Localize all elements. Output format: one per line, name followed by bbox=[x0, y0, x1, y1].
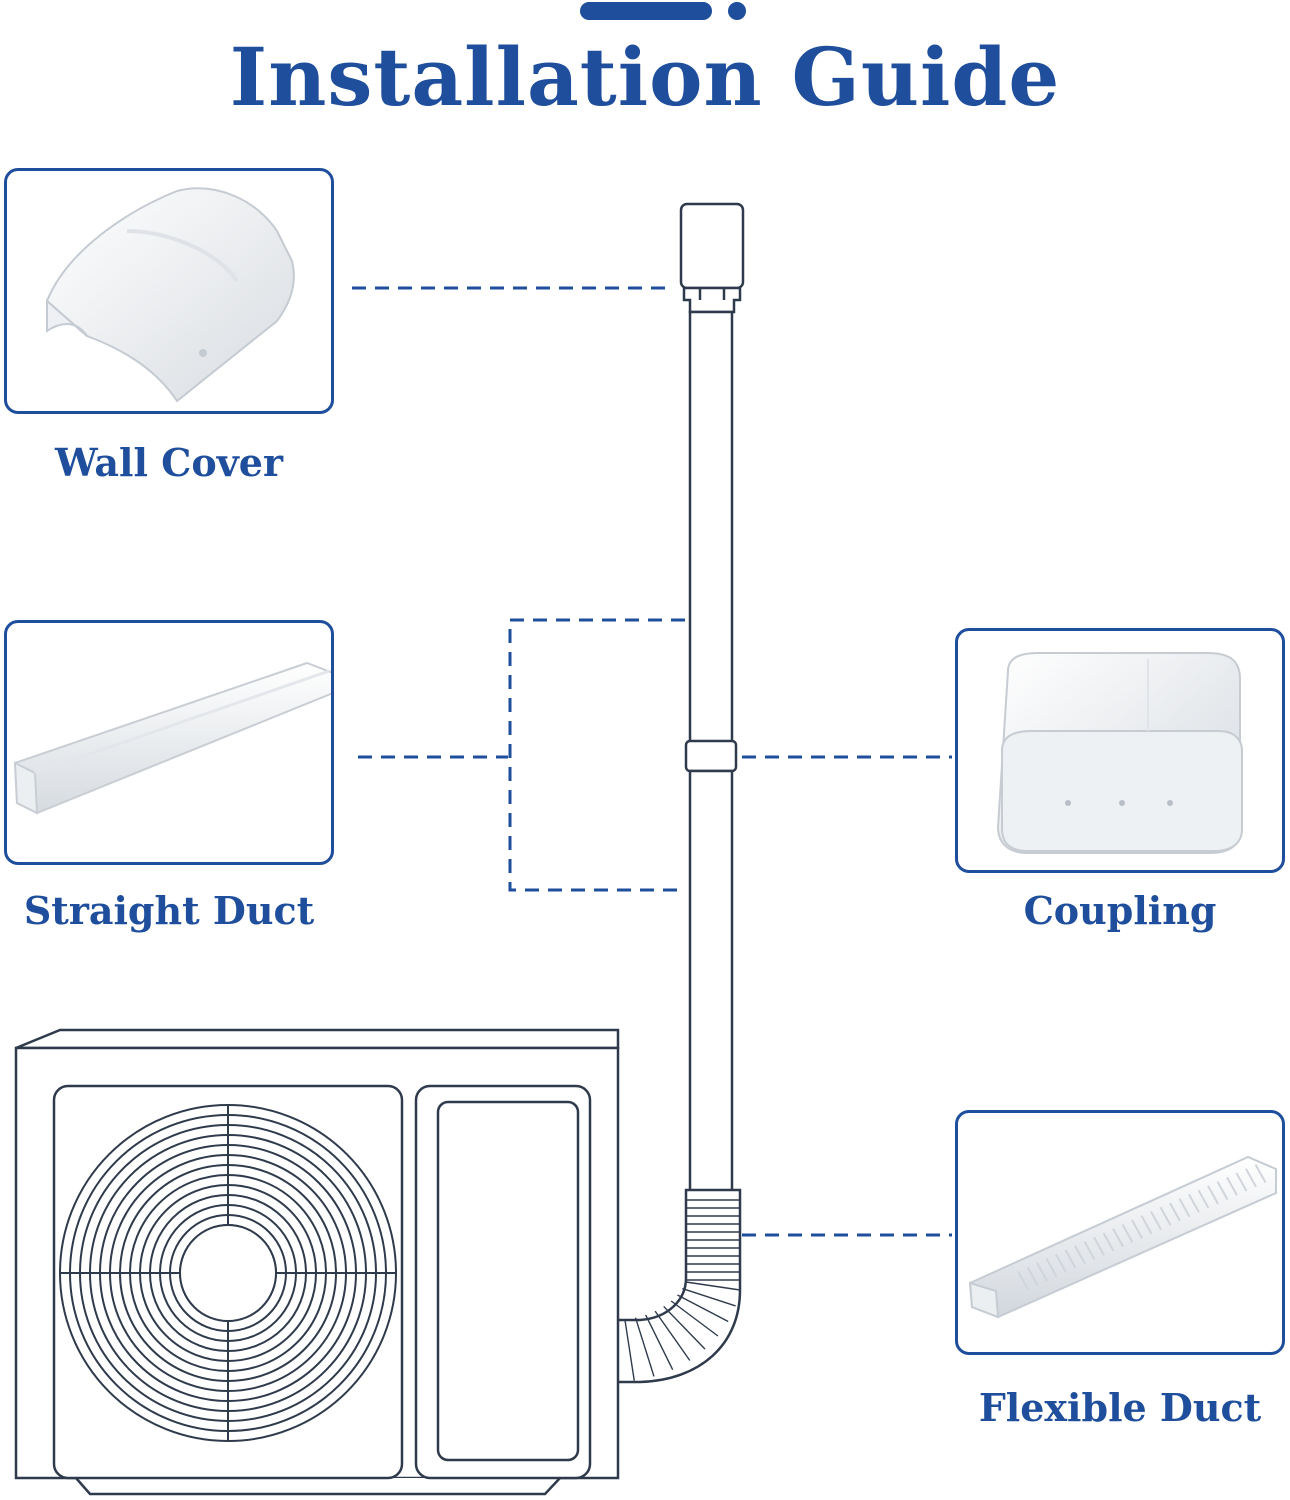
title-accent-dot bbox=[728, 2, 746, 20]
coupling-joint bbox=[684, 739, 738, 773]
wall-cover-label: Wall Cover bbox=[55, 440, 283, 485]
elbow-rib bbox=[670, 1300, 719, 1337]
wall-cover-image bbox=[45, 187, 295, 403]
elbow-rib bbox=[682, 1287, 736, 1307]
flexible-duct-card bbox=[955, 1110, 1285, 1355]
flex-rib bbox=[1245, 1168, 1257, 1188]
wall-cover-card bbox=[4, 168, 334, 414]
flex-rib bbox=[1140, 1215, 1153, 1235]
elbow-rib bbox=[685, 1281, 741, 1291]
page-title: Installation Guide bbox=[229, 30, 1061, 124]
fan-grille bbox=[59, 1104, 397, 1442]
flex-rib bbox=[1074, 1245, 1086, 1265]
flex-rib bbox=[1178, 1198, 1191, 1218]
title-accent-bar bbox=[580, 2, 712, 20]
flex-rib bbox=[1131, 1219, 1143, 1239]
straight-duct-card bbox=[4, 620, 334, 865]
wall-cover-top bbox=[679, 202, 745, 290]
flex-rib bbox=[1207, 1185, 1219, 1205]
flex-rib bbox=[1216, 1181, 1229, 1201]
flex-rib bbox=[1093, 1236, 1105, 1256]
connector-lines bbox=[352, 286, 952, 1237]
elbow-rib bbox=[645, 1314, 674, 1370]
elbow-ribs bbox=[613, 1199, 741, 1382]
wall-cover-flange bbox=[682, 286, 742, 314]
flexible-duct-image bbox=[968, 1155, 1277, 1319]
elbow-rib bbox=[634, 1317, 655, 1377]
flex-rib bbox=[1026, 1266, 1039, 1286]
flexible-duct-label: Flexible Duct bbox=[978, 1385, 1262, 1430]
straight-duct-label: Straight Duct bbox=[23, 888, 315, 933]
outdoor-ac-unit bbox=[14, 1028, 620, 1496]
elbow-rib bbox=[663, 1305, 706, 1350]
elbow-rib bbox=[677, 1294, 729, 1323]
straight-duct-upper bbox=[688, 310, 734, 744]
flex-rib bbox=[1197, 1189, 1210, 1209]
flex-rib bbox=[1169, 1202, 1181, 1222]
coupling-image bbox=[996, 652, 1243, 854]
flex-rib bbox=[1254, 1164, 1267, 1184]
flex-rib bbox=[1045, 1258, 1058, 1278]
flex-rib bbox=[1036, 1262, 1048, 1282]
flex-rib bbox=[1159, 1206, 1172, 1226]
flex-rib bbox=[1226, 1176, 1238, 1196]
flex-rib bbox=[1017, 1270, 1029, 1290]
straight-duct-image bbox=[13, 661, 331, 815]
coupling-label: Coupling bbox=[1023, 888, 1217, 933]
flex-rib bbox=[1064, 1249, 1077, 1269]
fan-hub bbox=[179, 1224, 277, 1322]
coupling-card bbox=[955, 628, 1285, 873]
side-panel-inner bbox=[436, 1100, 580, 1462]
straight-duct-bracket bbox=[508, 618, 685, 892]
elbow-rib bbox=[654, 1310, 691, 1361]
elbow-body bbox=[612, 1188, 742, 1384]
ac-unit-base bbox=[75, 1477, 561, 1496]
flex-rib bbox=[1112, 1228, 1124, 1248]
flex-rib bbox=[1102, 1232, 1115, 1252]
flexible-elbow bbox=[612, 1188, 742, 1384]
pipe-assembly bbox=[679, 202, 745, 1193]
flex-rib bbox=[1083, 1240, 1096, 1260]
flex-rib bbox=[1150, 1211, 1162, 1231]
straight-duct-lower bbox=[688, 769, 734, 1193]
elbow-rib bbox=[624, 1319, 635, 1381]
flex-rib bbox=[1055, 1253, 1067, 1273]
flex-rib bbox=[1121, 1223, 1134, 1243]
flex-rib bbox=[1235, 1172, 1248, 1192]
flex-rib bbox=[1188, 1193, 1200, 1213]
ac-unit-top bbox=[15, 1028, 620, 1050]
